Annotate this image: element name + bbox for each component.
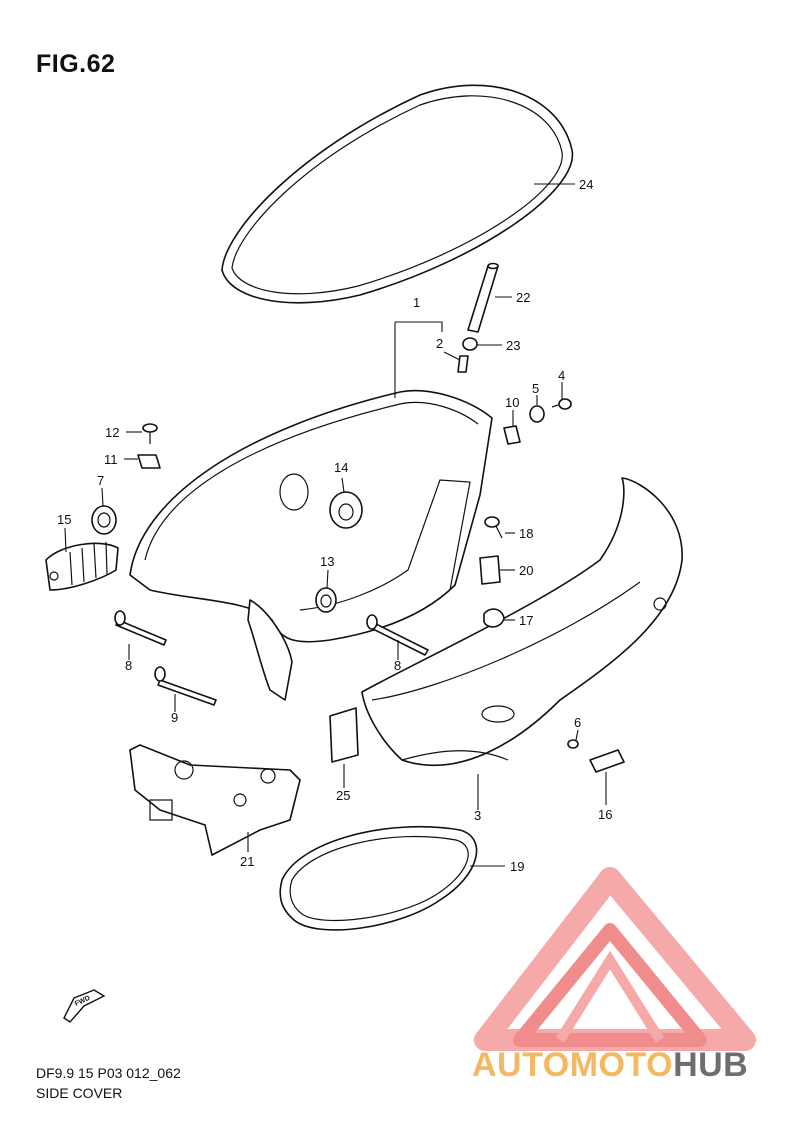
callout-11: 11 bbox=[104, 452, 118, 467]
part-21-upper-seal bbox=[221, 84, 574, 304]
part-1-side-cover-upper bbox=[129, 389, 493, 701]
callout-3: 3 bbox=[474, 808, 481, 823]
callout-5: 5 bbox=[532, 381, 539, 396]
callout-25: 25 bbox=[336, 788, 350, 803]
watermark-logo bbox=[474, 867, 756, 1051]
callout-1: 1 bbox=[413, 295, 420, 310]
callout-10: 10 bbox=[505, 395, 519, 410]
callout-20: 23 bbox=[506, 338, 520, 353]
callout-labels: 24 22 1 2 23 4 5 10 12 11 7 15 14 13 18 … bbox=[57, 177, 612, 874]
part-7-grommet bbox=[91, 505, 117, 535]
watermark-text: AUTOMOTOHUB bbox=[472, 1046, 748, 1085]
part-5-washer bbox=[529, 405, 545, 423]
callout-19: 22 bbox=[516, 290, 530, 305]
part-14-grommet bbox=[329, 491, 363, 529]
callout-13: 13 bbox=[320, 554, 334, 569]
figure-name: SIDE COVER bbox=[36, 1085, 123, 1101]
part-18-screw bbox=[484, 516, 503, 539]
part-25-pad bbox=[329, 707, 359, 763]
part-8a-bolt bbox=[114, 610, 167, 646]
callout-15: 15 bbox=[57, 512, 71, 527]
part-6-screw bbox=[567, 739, 579, 749]
callout-8-right: 8 bbox=[394, 658, 401, 673]
part-4-screw bbox=[551, 398, 572, 410]
part-22-lower-seal bbox=[279, 825, 478, 931]
part-16-knob bbox=[589, 749, 625, 773]
callout-24: 21 bbox=[240, 854, 254, 869]
callout-8-left: 8 bbox=[125, 658, 132, 673]
part-24-bracket bbox=[129, 744, 301, 856]
part-20-grommet bbox=[462, 337, 478, 351]
part-23-clip bbox=[479, 555, 501, 585]
callout-21: 24 bbox=[579, 177, 593, 192]
watermark-text-part1: AUTOMOTO bbox=[472, 1046, 674, 1084]
callout-2: 2 bbox=[436, 336, 443, 351]
part-11-nut bbox=[137, 454, 161, 469]
callout-22: 19 bbox=[510, 859, 524, 874]
part-15-grommet bbox=[45, 541, 119, 591]
callout-16: 16 bbox=[598, 807, 612, 822]
callout-23: 20 bbox=[519, 563, 533, 578]
callout-17: 17 bbox=[519, 613, 533, 628]
part-17-nut bbox=[483, 608, 505, 628]
leader-lines bbox=[64, 183, 607, 867]
part-9-bolt bbox=[154, 666, 217, 706]
part-10-clip bbox=[503, 425, 521, 445]
callout-7: 7 bbox=[97, 473, 104, 488]
callout-6: 6 bbox=[574, 715, 581, 730]
watermark-text-part2: HUB bbox=[673, 1046, 749, 1084]
callout-9: 9 bbox=[171, 710, 178, 725]
figure-code: DF9.9 15 P03 012_062 bbox=[36, 1065, 181, 1081]
callout-4: 4 bbox=[558, 368, 565, 383]
figure-title: FIG.62 bbox=[36, 50, 116, 78]
part-2-nipple bbox=[457, 355, 469, 373]
callout-14: 14 bbox=[334, 460, 348, 475]
part-13-grommet bbox=[315, 587, 337, 613]
fwd-arrow-icon: FWD bbox=[63, 989, 106, 1023]
part-12-screw bbox=[142, 423, 158, 444]
part-3-side-cover-lower bbox=[361, 477, 683, 766]
callout-12: 12 bbox=[105, 425, 119, 440]
callout-18: 18 bbox=[519, 526, 533, 541]
part-19-tube bbox=[467, 262, 499, 333]
part-8b-bolt bbox=[366, 614, 429, 656]
